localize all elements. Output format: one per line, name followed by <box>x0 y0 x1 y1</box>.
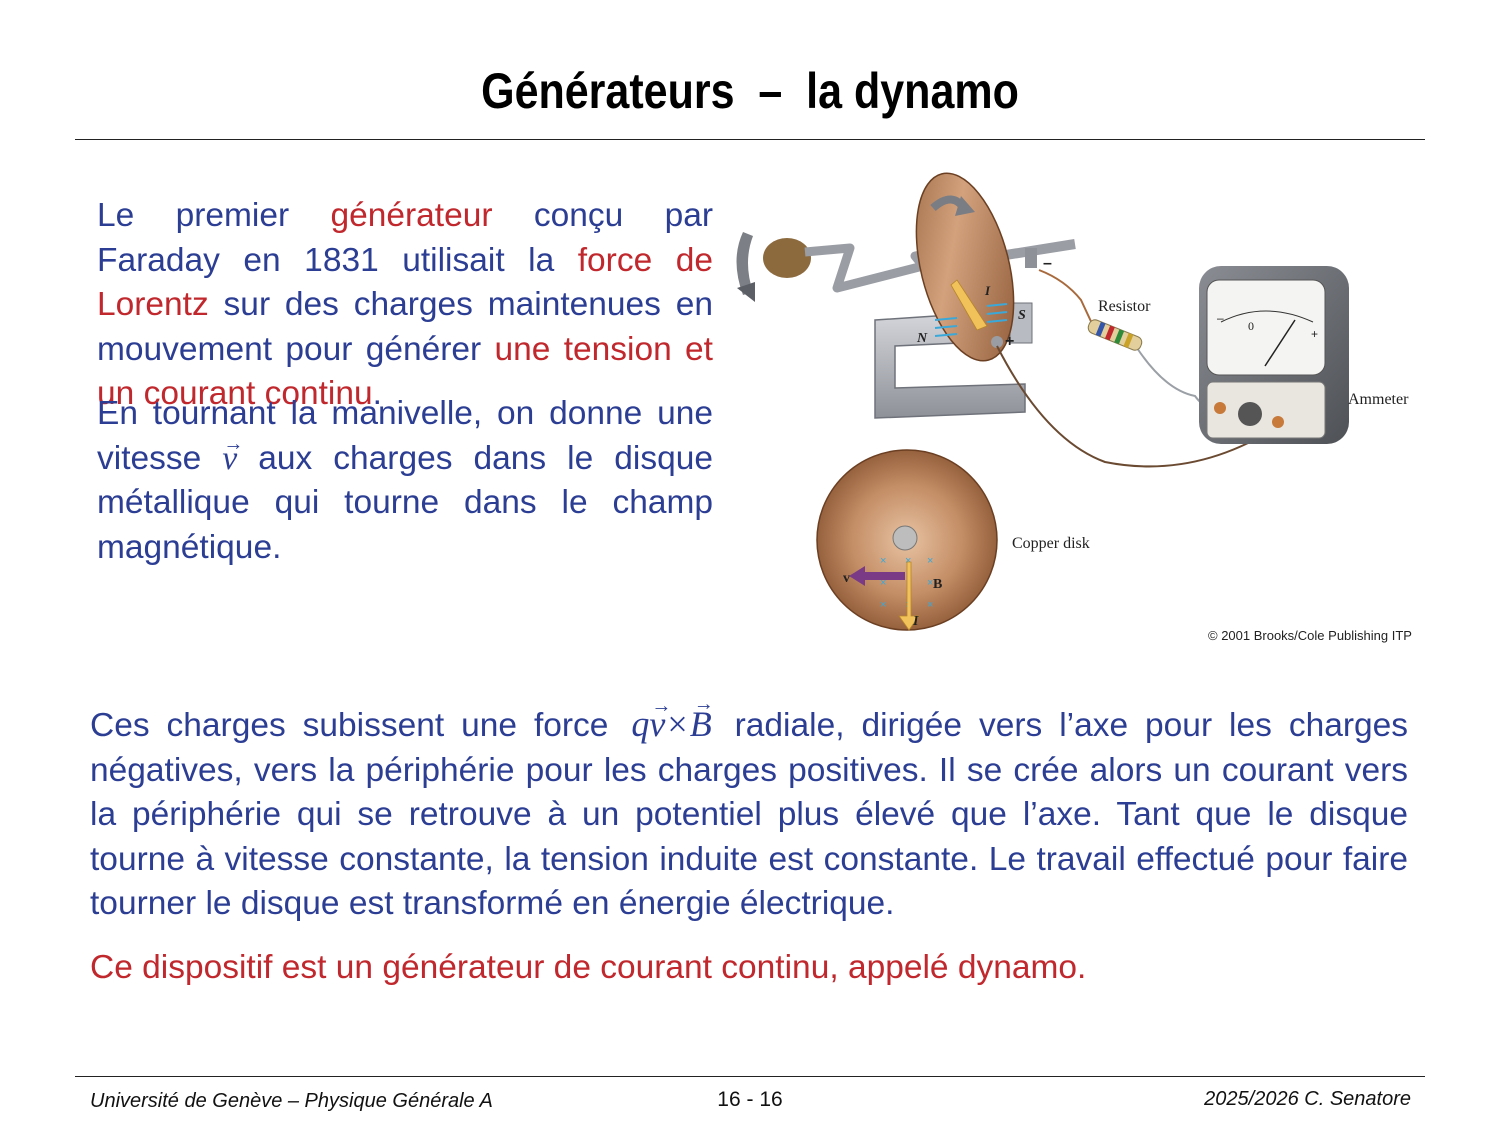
terminal-minus-label: – <box>1043 255 1052 272</box>
lorentz-formula: qv→×B→ <box>625 693 717 747</box>
velocity-vector-symbol: v→ <box>222 433 243 477</box>
para3-text-2: radiale, dirigée vers l’axe pour les cha… <box>90 707 1408 922</box>
para3-text-1: Ces charges subissent une force <box>90 707 626 744</box>
current-arrow-bottom <box>898 561 920 631</box>
conclusion-paragraph: Ce dispositif est un générateur de coura… <box>90 949 1087 986</box>
ammeter-label: Ammeter <box>1348 391 1409 408</box>
crank-group <box>736 232 1076 302</box>
svg-text:×: × <box>927 555 933 567</box>
meter-minus-label: – <box>1217 311 1224 325</box>
resistor-label: Resistor <box>1098 298 1151 315</box>
velocity-arrow <box>849 566 905 586</box>
meter-zero-label: 0 <box>1248 319 1254 333</box>
copper-disk-label: Copper disk <box>1012 535 1090 552</box>
para1-text-1: Le premier <box>97 197 331 234</box>
wire-return <box>996 345 1281 468</box>
formula-q: q <box>631 704 650 744</box>
current-label-top: I <box>984 283 991 298</box>
formula-times: × <box>667 704 688 744</box>
current-arrow-top <box>950 279 988 331</box>
current-label-bottom: I <box>912 614 919 629</box>
faraday-disk-figure: N S I – + Resistor 0 – + Ammeter <box>736 172 1409 631</box>
svg-text:×: × <box>927 599 933 611</box>
formula-B: B <box>689 704 712 744</box>
meter-needle <box>1264 319 1296 367</box>
lorentz-paragraph: Ces charges subissent une force qv→×B→ r… <box>90 693 1408 927</box>
svg-text:×: × <box>880 599 886 611</box>
svg-text:×: × <box>927 577 933 589</box>
footer-right: 2025/2026 C. Senatore <box>1204 1088 1411 1110</box>
para1-highlight-lorentz: force de Lorentz <box>97 241 713 324</box>
para1-highlight-generateur: générateur <box>330 197 493 234</box>
magnet-north-label: N <box>916 331 928 346</box>
vector-arrow-icon: → <box>223 432 244 455</box>
formula-v-arrow-icon: → <box>651 695 672 717</box>
disk-axle <box>892 525 918 551</box>
title-divider <box>75 139 1425 140</box>
svg-text:×: × <box>880 555 886 567</box>
para1-text-3: sur des charges maintenues en mouvement … <box>97 286 713 368</box>
magnet-south-label: S <box>1018 308 1026 323</box>
footer-divider <box>75 1076 1425 1077</box>
para2-text-2: aux charges dans le disque métallique qu… <box>97 439 713 566</box>
rotation-arrow-icon <box>736 232 753 295</box>
para1-text-4: . <box>372 375 382 412</box>
velocity-letter: v <box>222 439 238 477</box>
formula-v: v <box>649 704 666 744</box>
para1-highlight-dc: une tension et un courant continu <box>97 330 713 413</box>
field-lines-icon <box>934 303 1008 337</box>
brush-top <box>1025 248 1037 268</box>
formula-v-group: v→ <box>649 695 671 744</box>
formula-b-arrow-icon: → <box>693 693 714 715</box>
rotation-arrowhead-icon <box>737 282 755 302</box>
brush-rim <box>991 336 1003 348</box>
intro-paragraph: Le premier générateur conçu par Faraday … <box>97 194 713 417</box>
resistor <box>1087 319 1143 351</box>
crank-paragraph: En tournant la manivelle, on donne une v… <box>97 392 713 570</box>
svg-text:×: × <box>905 555 911 567</box>
page-number: 16 - 16 <box>717 1088 783 1111</box>
footer-left: Université de Genève – Physique Générale… <box>90 1090 493 1112</box>
disk-rotation-arrowhead-icon <box>955 196 975 216</box>
formula-b-group: B→ <box>689 693 714 744</box>
para1-text-2: conçu par Faraday en 1831 utilisait la <box>97 197 713 279</box>
ammeter: 0 – + <box>1199 266 1349 444</box>
b-field-label: B <box>933 577 942 592</box>
crank-knob <box>763 238 811 278</box>
velocity-label: v <box>843 571 850 586</box>
wire-to-resistor <box>1038 269 1096 331</box>
meter-plus-label: + <box>1311 327 1318 341</box>
terminal-plus-label: + <box>1005 333 1014 350</box>
svg-text:×: × <box>880 577 886 589</box>
figure-copyright: © 2001 Brooks/Cole Publishing ITP <box>1208 628 1412 643</box>
page-title: Générateurs – la dynamo <box>481 63 1019 119</box>
para2-text-1: En tournant la manivelle, on donne une v… <box>97 395 713 477</box>
